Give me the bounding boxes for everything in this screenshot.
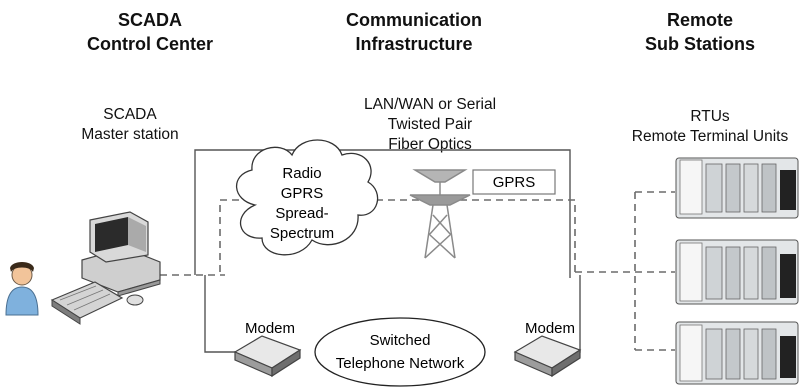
gprs-box: GPRS (472, 169, 556, 195)
modem-link-right (560, 275, 581, 353)
header-remote-line2: Sub Stations (644, 34, 755, 54)
rtu-unit-1-icon (675, 157, 799, 219)
rtu-line1: RTUs (690, 108, 730, 125)
cloud-line4: Spectrum (270, 225, 334, 242)
master-station-line1: SCADA (103, 106, 157, 123)
cloud-line1: Radio (282, 165, 321, 182)
modem-right-label: Modem (525, 320, 575, 337)
rtu-unit-3-icon (675, 321, 799, 385)
modem-link-left (204, 275, 240, 353)
infra-line2: Twisted Pair (387, 116, 473, 133)
master-station-label: SCADA Master station (50, 105, 210, 145)
infra-line1: LAN/WAN or Serial (363, 96, 497, 113)
cloud-line3: Spread- (275, 205, 328, 222)
modem-left-label: Modem (245, 320, 295, 337)
modem-right-icon (513, 335, 582, 378)
infra-line3: Fiber Optics (388, 136, 472, 153)
telephone-network: Switched Telephone Network (314, 317, 486, 387)
header-remote-line1: Remote (666, 10, 733, 30)
header-remote-sub-stations: Remote Sub Stations (590, 8, 804, 56)
header-communication-line2: Infrastructure (355, 34, 473, 54)
header-communication-line1: Communication (345, 10, 482, 30)
cloud-line2: GPRS (281, 185, 324, 202)
telephone-line2: Telephone Network (336, 355, 465, 372)
computer-icon (50, 211, 161, 325)
telephone-line1: Switched (370, 332, 431, 349)
header-control-center-line2: Control Center (87, 34, 213, 54)
master-station-line2: Master station (81, 126, 179, 143)
rtu-unit-2-icon (675, 239, 799, 305)
radio-link (219, 199, 576, 272)
header-control-center-line1: SCADA (117, 10, 182, 30)
rtu-line2: Remote Terminal Units (631, 128, 789, 145)
modem-left-icon (233, 335, 302, 378)
radio-cloud: Radio GPRS Spread- Spectrum (235, 139, 379, 256)
infrastructure-media-label: LAN/WAN or Serial Twisted Pair Fiber Opt… (330, 95, 530, 155)
operator-icon (5, 262, 39, 316)
header-control-center: SCADA Control Center (40, 8, 260, 56)
rtu-label: RTUs Remote Terminal Units (610, 107, 804, 147)
header-communication-infrastructure: Communication Infrastructure (304, 8, 524, 56)
lan-wan-link (194, 149, 571, 278)
tower-icon (409, 169, 471, 259)
gprs-label: GPRS (493, 174, 536, 191)
